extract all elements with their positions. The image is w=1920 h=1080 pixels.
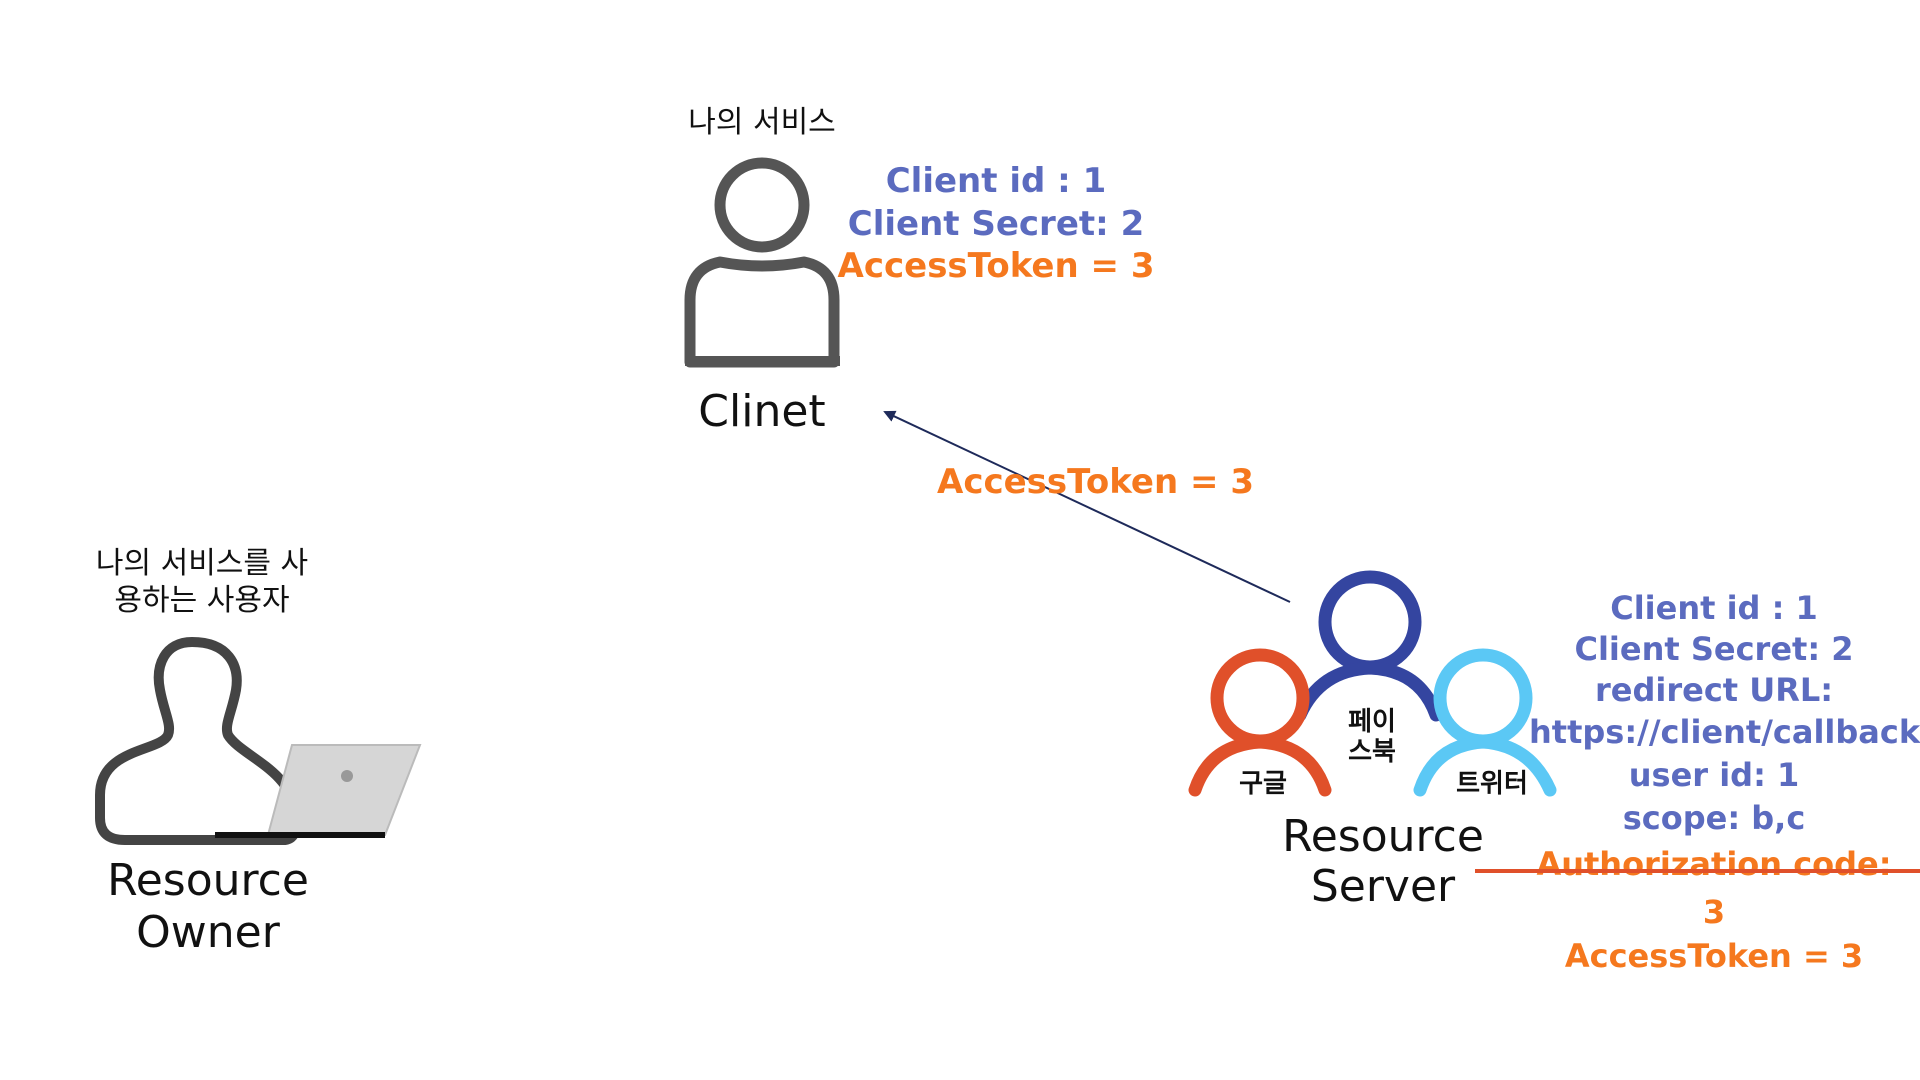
rs-client-id-text: Client id : 1: [1610, 589, 1818, 627]
rs-scope-text: scope: b,c: [1622, 799, 1806, 837]
client-user-icon-base: [685, 356, 840, 366]
client-caption: 나의 서비스: [688, 105, 836, 140]
resource-server-name-line2: Server: [1310, 861, 1456, 912]
access-token-arrow: [883, 410, 1291, 603]
laptop-icon: [215, 744, 422, 838]
google-label: 구글: [1239, 769, 1287, 799]
client-info: Client id : 1 Client Secret: 2 AccessTok…: [838, 160, 1155, 286]
resource-owner-name: Resource Owner: [107, 855, 309, 959]
resource-server-name-line1: Resource: [1282, 811, 1484, 862]
resource-owner-caption-line1: 나의 서비스를 사: [95, 546, 309, 581]
authorization-code-strikethrough: [1475, 869, 1920, 873]
facebook-label-line1: 페이: [1348, 707, 1396, 737]
resource-owner-caption: 나의 서비스를 사 용하는 사용자: [96, 545, 308, 619]
client-user-icon: [684, 157, 840, 368]
rs-redirect-label: redirect URL:: [1594, 671, 1834, 709]
resource-server-info: Client id : 1 Client Secret: 2 redirect …: [1529, 588, 1920, 976]
resource-server-name: Resource Server: [1282, 812, 1484, 912]
client-access-token-text: AccessToken = 3: [837, 246, 1155, 286]
rs-redirect-url: https://client/callback: [1529, 713, 1920, 751]
google-user-icon: [1188, 648, 1332, 797]
client-secret-text: Client Secret: 2: [847, 204, 1145, 244]
rs-authorization-code-text: Authorization code: 3: [1536, 845, 1892, 931]
rs-client-secret-text: Client Secret: 2: [1574, 630, 1854, 668]
client-name: Clinet: [698, 386, 826, 437]
resource-owner-name-line2: Owner: [136, 907, 280, 958]
resource-owner-name-line1: Resource: [107, 855, 309, 906]
resource-owner-icon: [95, 637, 302, 845]
rs-access-token-text: AccessToken = 3: [1564, 937, 1864, 975]
facebook-label: 페이 스북: [1348, 707, 1396, 768]
client-id-text: Client id : 1: [885, 161, 1107, 201]
twitter-label: 트위터: [1456, 769, 1528, 799]
rs-user-id-text: user id: 1: [1628, 756, 1800, 794]
facebook-label-line2: 스북: [1348, 736, 1396, 767]
resource-owner-caption-line2: 용하는 사용자: [114, 583, 290, 618]
arrow-access-token-label: AccessToken = 3: [937, 462, 1254, 502]
twitter-user-icon: [1413, 648, 1557, 797]
facebook-user-icon: [1293, 570, 1443, 722]
